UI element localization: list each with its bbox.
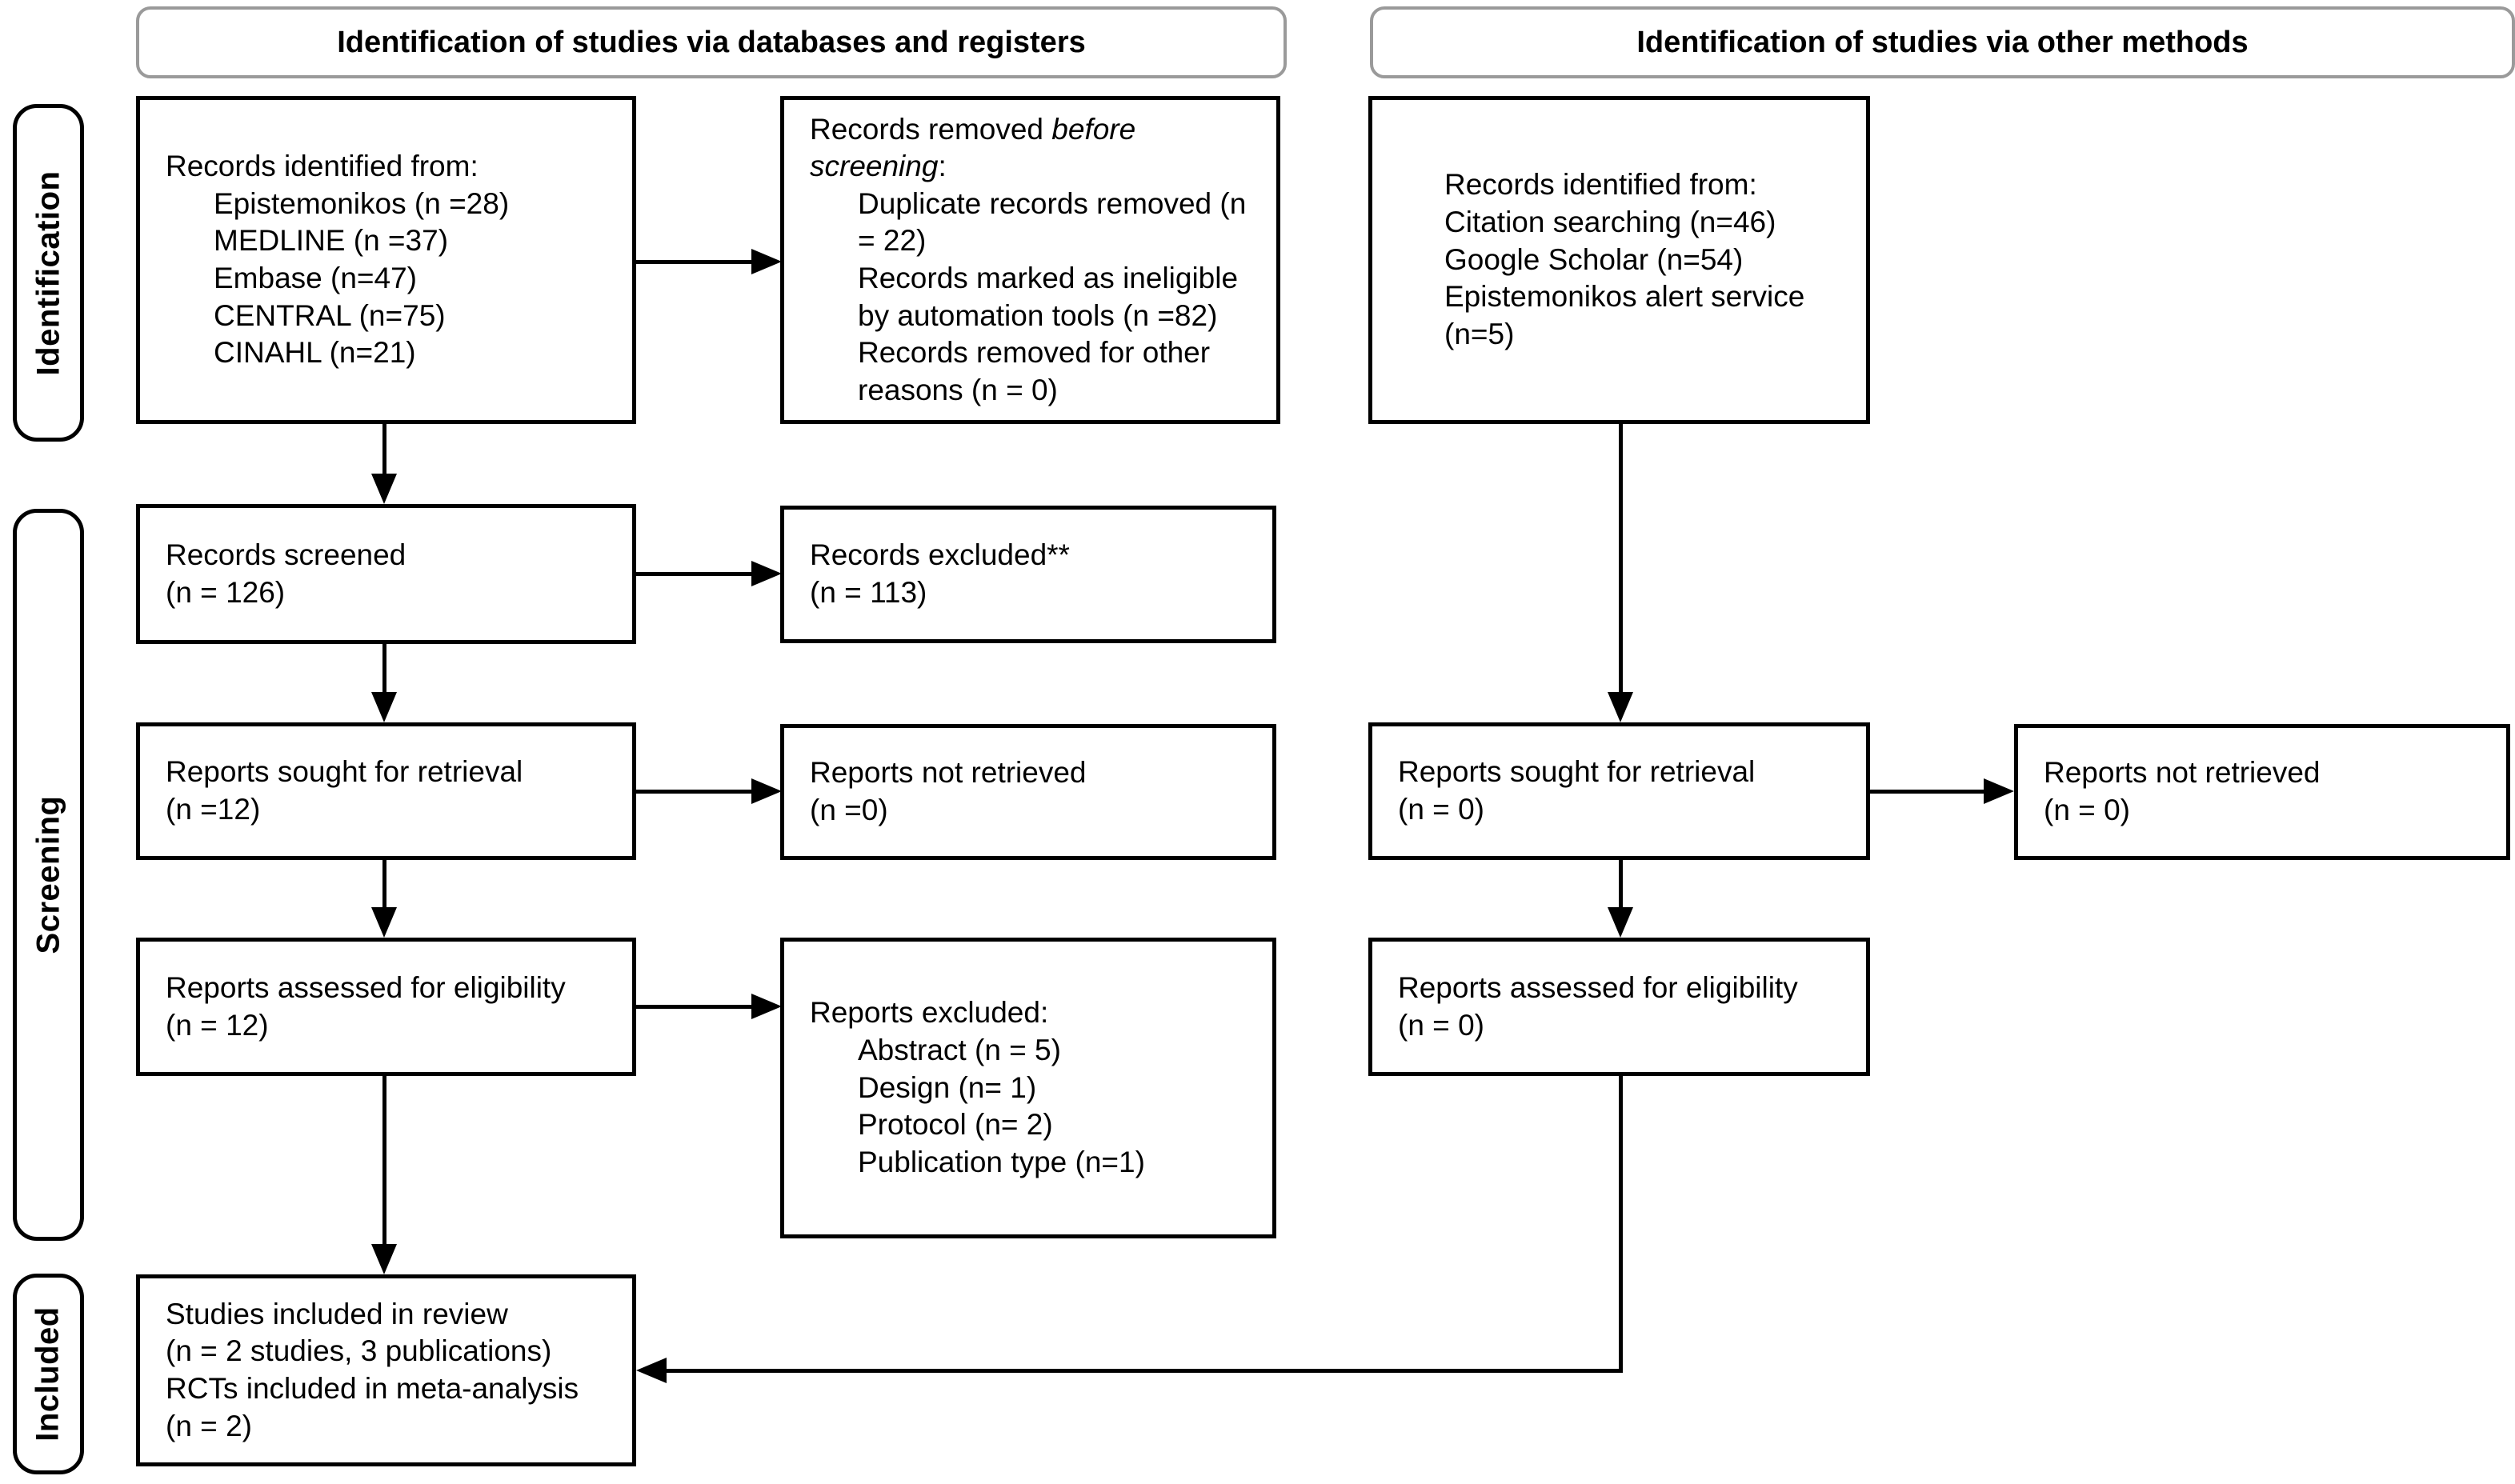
box-line: Embase (n=47) bbox=[214, 262, 417, 294]
box-line: Reports sought for retrieval bbox=[166, 755, 523, 789]
box-line: Records identified from: bbox=[166, 150, 479, 183]
box-line: Records screened bbox=[166, 538, 406, 571]
arrowhead-right-icon bbox=[751, 249, 782, 274]
box-line: Epistemonikos (n =28) bbox=[214, 186, 510, 220]
box-records-removed-before-screening: Records removed before screening: Duplic… bbox=[780, 96, 1280, 424]
box-reports-assessed-databases: Reports assessed for eligibility (n = 12… bbox=[136, 938, 636, 1076]
box-line: Citation searching (n=46) bbox=[1444, 206, 1776, 239]
box-line: Records identified from: bbox=[1444, 168, 1757, 202]
box-line: MEDLINE (n =37) bbox=[214, 224, 449, 258]
box-reports-assessed-other: Reports assessed for eligibility (n = 0) bbox=[1368, 938, 1870, 1076]
box-line: (n = 113) bbox=[810, 576, 927, 609]
box-records-screened: Records screened (n = 126) bbox=[136, 504, 636, 644]
arrowhead-down-icon bbox=[371, 692, 397, 722]
stage-identification: Identification bbox=[13, 104, 84, 442]
box-records-identified-other: Records identified from: Citation search… bbox=[1368, 96, 1870, 424]
box-line: Reports not retrieved bbox=[2044, 756, 2321, 790]
box-line: Abstract (n = 5) bbox=[858, 1034, 1061, 1067]
box-line: Reports assessed for eligibility bbox=[1398, 970, 1798, 1004]
stage-identification-label: Identification bbox=[30, 170, 66, 375]
box-line: CINAHL (n=21) bbox=[214, 336, 416, 370]
box-line: (n = 0) bbox=[2044, 794, 2130, 826]
box-line: Records marked as ineligible by automati… bbox=[858, 262, 1239, 332]
box-line: RCTs included in meta-analysis bbox=[166, 1372, 579, 1405]
box-line: Records removed for other reasons (n = 0… bbox=[858, 336, 1211, 406]
box-line: Reports assessed for eligibility bbox=[166, 970, 566, 1004]
box-reports-not-retrieved-other: Reports not retrieved (n = 0) bbox=[2014, 724, 2510, 860]
box-records-excluded: Records excluded** (n = 113) bbox=[780, 506, 1276, 643]
box-line: (n = 126) bbox=[166, 575, 286, 609]
header-other-methods: Identification of studies via other meth… bbox=[1370, 6, 2515, 78]
header-other-label: Identification of studies via other meth… bbox=[1636, 25, 2249, 59]
box-line: Reports excluded: bbox=[810, 996, 1049, 1030]
box-line: (n = 0) bbox=[1398, 793, 1484, 826]
box-line: CENTRAL (n=75) bbox=[214, 298, 446, 332]
header-databases-label: Identification of studies via databases … bbox=[337, 25, 1086, 59]
arrowhead-right-icon bbox=[751, 994, 782, 1019]
box-line: Design (n= 1) bbox=[858, 1070, 1037, 1104]
box-reports-sought-other: Reports sought for retrieval (n = 0) bbox=[1368, 722, 1870, 860]
box-line: (n = 12) bbox=[166, 1008, 269, 1042]
box-line: (n = 2 studies, 3 publications) bbox=[166, 1334, 552, 1368]
box-line: (n =12) bbox=[166, 793, 261, 826]
arrowhead-down-icon bbox=[371, 907, 397, 938]
box-line: Epistemonikos alert service (n=5) bbox=[1444, 280, 1805, 350]
box-line: Duplicate records removed (n = 22) bbox=[858, 186, 1247, 258]
arrowhead-right-icon bbox=[751, 561, 782, 586]
box-line: (n = 2) bbox=[166, 1409, 252, 1442]
box-line: Publication type (n=1) bbox=[858, 1145, 1145, 1178]
stage-included-label: Included bbox=[30, 1306, 66, 1442]
box-reports-not-retrieved-databases: Reports not retrieved (n =0) bbox=[780, 724, 1276, 860]
box-line: (n =0) bbox=[810, 794, 888, 826]
box-studies-included: Studies included in review (n = 2 studie… bbox=[136, 1274, 636, 1466]
arrowhead-down-icon bbox=[1608, 692, 1633, 722]
arrowhead-right-icon bbox=[751, 778, 782, 804]
box-line: Studies included in review bbox=[166, 1297, 508, 1330]
box-line: Google Scholar (n=54) bbox=[1444, 242, 1744, 276]
arrowhead-left-icon bbox=[636, 1358, 667, 1383]
stage-screening-label: Screening bbox=[30, 795, 66, 954]
arrowhead-down-icon bbox=[371, 1244, 397, 1274]
box-reports-sought-databases: Reports sought for retrieval (n =12) bbox=[136, 722, 636, 860]
box-line: Protocol (n= 2) bbox=[858, 1108, 1053, 1142]
stage-included: Included bbox=[13, 1274, 84, 1474]
box-reports-excluded: Reports excluded: Abstract (n = 5) Desig… bbox=[780, 938, 1276, 1238]
box-line: Records removed before screening: bbox=[810, 112, 1136, 183]
arrowhead-down-icon bbox=[371, 474, 397, 504]
arrowhead-right-icon bbox=[1984, 778, 2014, 804]
box-line: Reports sought for retrieval bbox=[1398, 755, 1756, 789]
arrowhead-down-icon bbox=[1608, 907, 1633, 938]
stage-screening: Screening bbox=[13, 509, 84, 1241]
box-line: Reports not retrieved bbox=[810, 756, 1087, 790]
header-databases-registers: Identification of studies via databases … bbox=[136, 6, 1287, 78]
box-line: Records excluded** bbox=[810, 538, 1070, 572]
box-records-identified-databases: Records identified from: Epistemonikos (… bbox=[136, 96, 636, 424]
box-line: (n = 0) bbox=[1398, 1008, 1484, 1042]
